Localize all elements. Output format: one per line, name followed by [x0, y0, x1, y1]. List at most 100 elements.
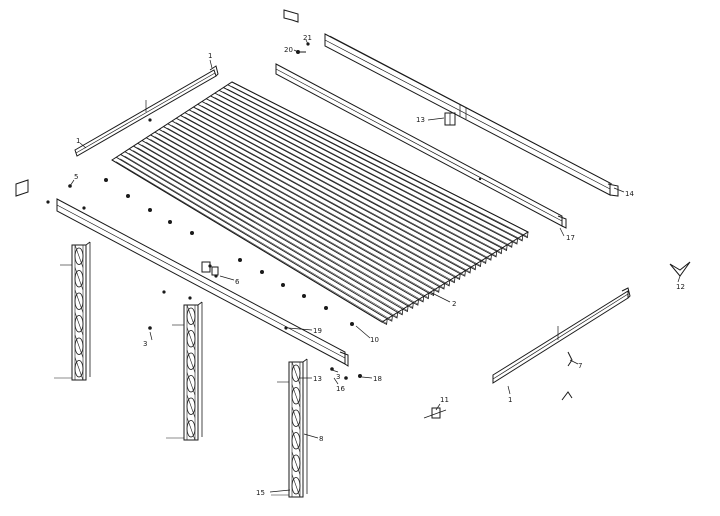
roof-corrugation-valley [227, 88, 523, 241]
rail-bracket [444, 112, 456, 126]
roof-corrugation-valley [137, 147, 413, 308]
roof-corrugation-valley [188, 114, 476, 269]
roof-corrugation-valley [146, 141, 424, 302]
roof-corrugation-valley [158, 133, 439, 292]
roof-corrugation-ridge [201, 101, 492, 255]
roof-corrugation-valley [133, 150, 408, 311]
post-lattice-diagonal [74, 267, 84, 291]
roof-edge-tooth [491, 251, 498, 258]
callout-1-bottom: 1 [508, 396, 512, 404]
roof-edge-tooth [413, 299, 419, 306]
roof-edge-tooth [512, 238, 518, 245]
roof-edge-tooth [428, 289, 435, 297]
callout-20: 20 [284, 46, 293, 54]
roof-corrugation-valley [206, 102, 497, 257]
post-lattice-opening [291, 387, 301, 405]
callout-labels: 1 1 1 2 3 3 5 6 7 8 10 11 12 13 13 14 15… [74, 34, 685, 497]
roof-edge-tooth [433, 286, 440, 293]
post-lattice-opening [74, 337, 84, 355]
roof-corrugation-ridge [180, 115, 466, 271]
roof-edge-tooth [517, 235, 524, 242]
callout-19: 19 [313, 327, 322, 335]
post-lattice-diagonal [291, 406, 301, 430]
hardware-fasteners [15, 9, 691, 419]
post-lattice-diagonal [291, 429, 301, 453]
post-lattice-opening [186, 307, 196, 325]
post-lattice-diagonal [186, 417, 196, 441]
post-lattice-opening [291, 454, 301, 472]
roof-corrugation-ridge [206, 98, 497, 252]
roof-corrugation-ridge [167, 123, 451, 281]
roof-corrugation-ridge [141, 140, 419, 300]
roof-edge-tooth [486, 254, 492, 261]
roof-corrugation-valley [141, 144, 419, 305]
roof-edge-tooth [475, 260, 482, 268]
roof-edge-tooth [407, 302, 414, 309]
left-side-rail [74, 65, 219, 157]
callout-7: 7 [578, 362, 582, 370]
post-lattice-diagonal [186, 394, 196, 418]
roof-corrugation-ridge [124, 151, 398, 313]
post-lattice-diagonal [186, 304, 196, 328]
callout-16: 16 [336, 385, 345, 393]
roof-corrugation-valley [116, 161, 387, 324]
post-lattice-diagonal [291, 451, 301, 475]
callout-13-rail: 13 [416, 116, 425, 124]
post-lattice-diagonal [74, 357, 84, 381]
post-lattice-opening [291, 432, 301, 450]
roof-corrugation-valley [176, 122, 460, 279]
roof-corrugation-ridge [133, 145, 409, 307]
callout-21: 21 [303, 34, 312, 42]
callout-1-top: 1 [208, 52, 212, 60]
roof-corrugation-ridge [197, 103, 487, 259]
callout-6: 6 [235, 278, 240, 286]
post-top-edge [197, 301, 203, 306]
roof-corrugation-ridge [193, 106, 482, 262]
roof-edge-tooth [506, 241, 513, 248]
callout-leaders [69, 39, 681, 493]
callout-2: 2 [452, 300, 456, 308]
roof-corrugation-ridge [128, 148, 404, 310]
roof-corrugation-valley [210, 100, 502, 253]
roof-edge-tooth [480, 257, 487, 264]
roof-corrugation-valley [171, 125, 455, 282]
rear-top-rail [324, 33, 619, 197]
roof-edge-tooth [387, 315, 393, 322]
roof-corrugation-ridge [146, 137, 424, 297]
post-lattice-diagonal [74, 289, 84, 313]
post-lattice-opening [291, 409, 301, 427]
post-lattice-opening [186, 352, 196, 370]
roof-edge-tooth [460, 270, 466, 277]
roof-edge-tooth [402, 305, 409, 313]
callout-3-left: 3 [143, 340, 147, 348]
callout-11: 11 [440, 396, 449, 404]
post-top-edge [85, 241, 91, 246]
roof-corrugation-ridge [120, 154, 393, 316]
post-outline [288, 361, 304, 498]
roof-corrugation-ridge [210, 95, 503, 249]
post-lattice-diagonal [186, 349, 196, 373]
roof-corrugation-ridge [154, 131, 435, 291]
roof-edge-tooth [423, 293, 430, 300]
post-lattice-opening [186, 420, 196, 438]
roof-corrugation-valley [180, 119, 465, 276]
roof-edge-tooth [449, 276, 456, 284]
roof-edge-tooth [444, 280, 451, 287]
roof-corrugation-ridge [214, 92, 508, 246]
post-lattice-diagonal [74, 312, 84, 336]
roof-edge-tooth [465, 267, 472, 274]
post-lattice-diagonal [291, 361, 301, 385]
roof-corrugation-ridge [163, 126, 445, 284]
roof-corrugation-valley [231, 86, 528, 237]
post-outline [71, 244, 87, 381]
post-outline [183, 304, 199, 441]
roof-corrugation-valley [163, 130, 445, 289]
callout-5: 5 [74, 173, 78, 181]
callout-1-left: 1 [76, 137, 80, 145]
roof-edge-tooth [397, 309, 404, 316]
roof-corrugation-valley [218, 94, 512, 247]
corrugated-roof-panel [111, 81, 530, 326]
callout-14: 14 [625, 190, 634, 198]
roof-corrugation-ridge [111, 159, 383, 323]
